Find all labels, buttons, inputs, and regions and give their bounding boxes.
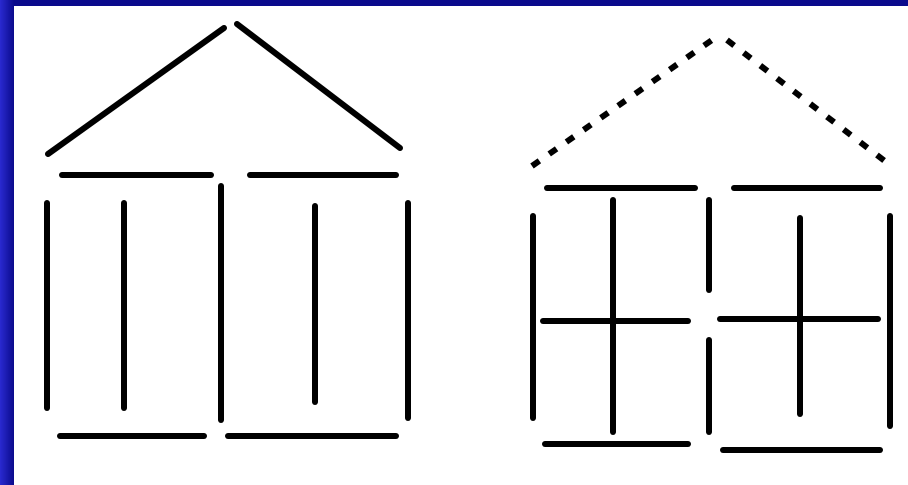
roof-left-dashed [532,40,712,166]
matchstick-diagram [14,6,908,485]
house-left [47,24,408,436]
diagram-canvas [14,6,908,485]
slide-edge [0,0,14,485]
roof-right-stick [237,24,400,148]
roof-right-dashed [727,40,886,162]
roof-left-stick [48,28,224,154]
house-right [532,40,890,450]
